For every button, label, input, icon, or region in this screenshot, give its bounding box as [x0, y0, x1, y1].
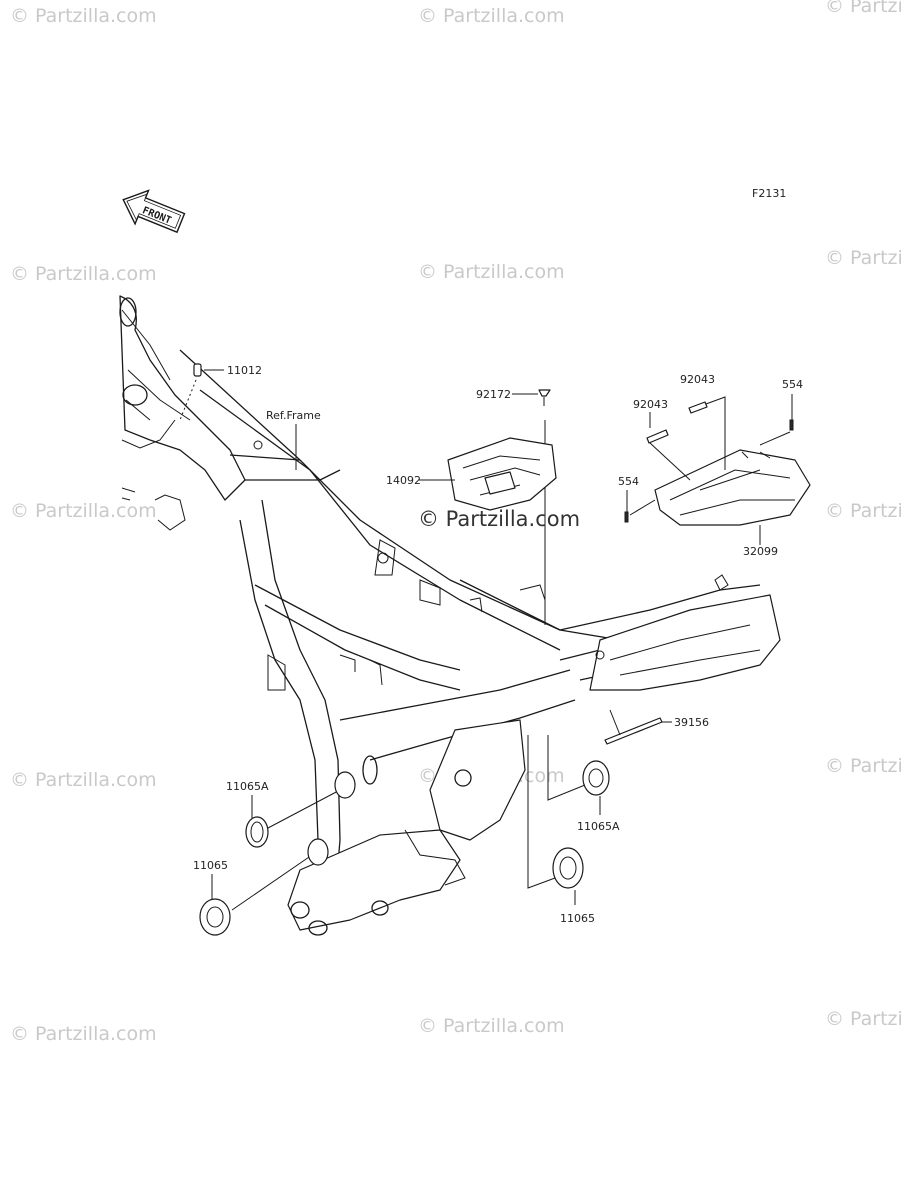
front-arrow-icon: FRONT — [122, 189, 186, 234]
label-14092: 14092 — [386, 474, 421, 487]
pin-icon — [193, 363, 202, 377]
watermark: © Partzilla.com — [10, 500, 157, 522]
bolt-icon — [646, 429, 669, 444]
part-32099: 32099 — [654, 449, 811, 558]
clip-icon — [789, 419, 794, 431]
label-92043-lower: 92043 — [633, 398, 668, 411]
part-14092: 14092 — [386, 437, 557, 511]
grommet-icon — [582, 760, 610, 796]
label-11065-right: 11065 — [560, 912, 595, 925]
watermark-layer: © Partzilla.com © Partzilla.com © Partzi… — [10, 0, 903, 1045]
part-92043-upper: 92043 — [680, 373, 726, 470]
watermark: © Partzilla.com — [10, 5, 157, 27]
watermark: © Partzilla.com — [10, 263, 157, 285]
bolt-icon — [688, 401, 708, 414]
label-92043-upper: 92043 — [680, 373, 715, 386]
screw-icon — [538, 389, 551, 397]
ref-frame-label: Ref.Frame — [266, 409, 321, 422]
part-554-left: 554 — [618, 475, 656, 523]
grommet-icon — [552, 847, 584, 889]
label-39156: 39156 — [674, 716, 709, 729]
label-92172: 92172 — [476, 388, 511, 401]
cover-icon — [654, 449, 811, 526]
watermark-main: © Partzilla.com — [418, 507, 580, 531]
label-554-right: 554 — [782, 378, 803, 391]
watermark: © Partzi — [825, 247, 903, 269]
watermark: © Partzi — [825, 755, 903, 777]
watermark: © Partzilla.com — [10, 769, 157, 791]
ref-frame-callout: Ref.Frame — [266, 409, 321, 470]
strip-icon — [604, 717, 663, 745]
watermark: © Partzilla.com — [10, 1023, 157, 1045]
label-11065A-right: 11065A — [577, 820, 620, 833]
part-11065-right: 11065 — [527, 735, 595, 925]
grommet-icon — [199, 898, 231, 936]
label-11012: 11012 — [227, 364, 262, 377]
label-554-left: 554 — [618, 475, 639, 488]
watermark: © Partzilla.com — [418, 261, 565, 283]
label-11065-left: 11065 — [193, 859, 228, 872]
part-11012: 11012 — [179, 363, 262, 421]
part-554-right: 554 — [759, 378, 803, 446]
clip-icon — [624, 511, 629, 523]
label-11065A-left: 11065A — [226, 780, 269, 793]
label-32099: 32099 — [743, 545, 778, 558]
watermark: © Partzilla.com — [418, 5, 565, 27]
part-92043-lower: 92043 — [633, 398, 691, 481]
watermark: © Partzilla.com — [418, 1015, 565, 1037]
part-11065A-left: 11065A — [226, 771, 356, 848]
part-11065A-right: 11065A — [547, 735, 620, 833]
part-11065-left: 11065 — [193, 838, 329, 936]
watermark: © Partzi — [825, 0, 903, 17]
grommet-icon — [245, 816, 269, 848]
part-39156: 39156 — [604, 709, 709, 745]
figure-code: F2131 — [752, 187, 786, 200]
watermark: © Partzi — [825, 1008, 903, 1030]
watermark: © Partzi — [825, 500, 903, 522]
motorcycle-frame — [119, 295, 781, 936]
